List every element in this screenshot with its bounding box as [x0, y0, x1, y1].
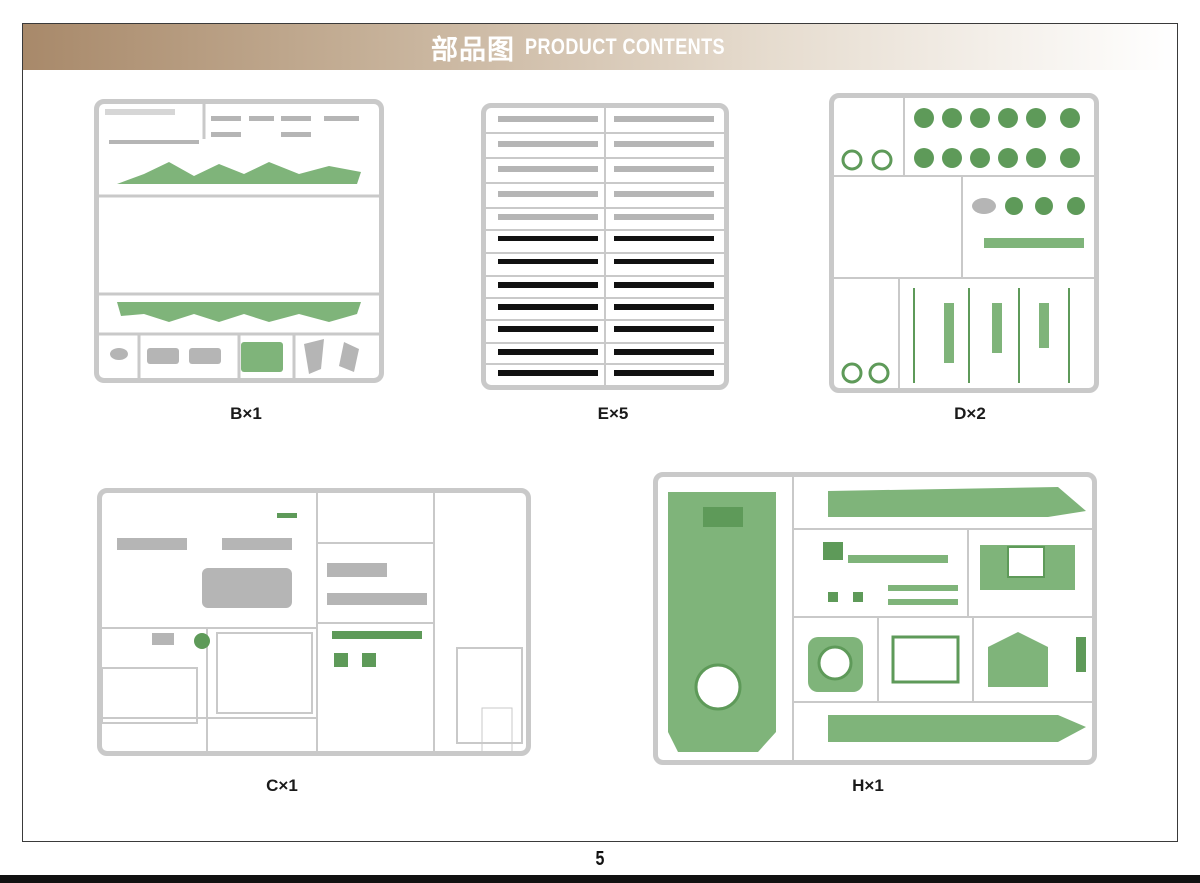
hull-top-part	[668, 492, 776, 752]
page-number: 5	[595, 848, 605, 870]
fender-part-lower	[828, 715, 1086, 742]
hatch-part	[241, 342, 283, 372]
sprue-d-image	[829, 93, 1099, 393]
side-skirt-part-lower	[117, 302, 361, 322]
road-wheels	[914, 108, 1085, 215]
sprue-b-drawing	[99, 104, 379, 378]
sprue-h-drawing	[668, 477, 1092, 760]
sprue-h-image	[653, 472, 1097, 765]
sprue-e-drawing	[486, 108, 724, 385]
header-title-en: PRODUCT CONTENTS	[525, 34, 726, 59]
sprue-b-image	[94, 99, 384, 383]
header-title-cn: 部品图	[431, 34, 516, 66]
sprue-c-caption: C×1	[266, 776, 298, 795]
sprue-h-caption: H×1	[852, 776, 884, 795]
side-skirt-part-upper	[117, 162, 361, 184]
section-header: 部品图 PRODUCT CONTENTS	[23, 24, 1177, 70]
sprue-c-image	[97, 488, 531, 756]
page-frame	[22, 23, 1178, 842]
sprue-e-caption: E×5	[597, 404, 629, 423]
sprue-b-caption: B×1	[230, 404, 262, 423]
sprue-d-caption: D×2	[954, 404, 986, 423]
fender-part-upper	[828, 487, 1086, 517]
sprue-e-image	[481, 103, 729, 390]
footer-bar	[0, 875, 1200, 883]
sprue-c-drawing	[102, 493, 523, 751]
sprue-d-drawing	[834, 98, 1094, 388]
